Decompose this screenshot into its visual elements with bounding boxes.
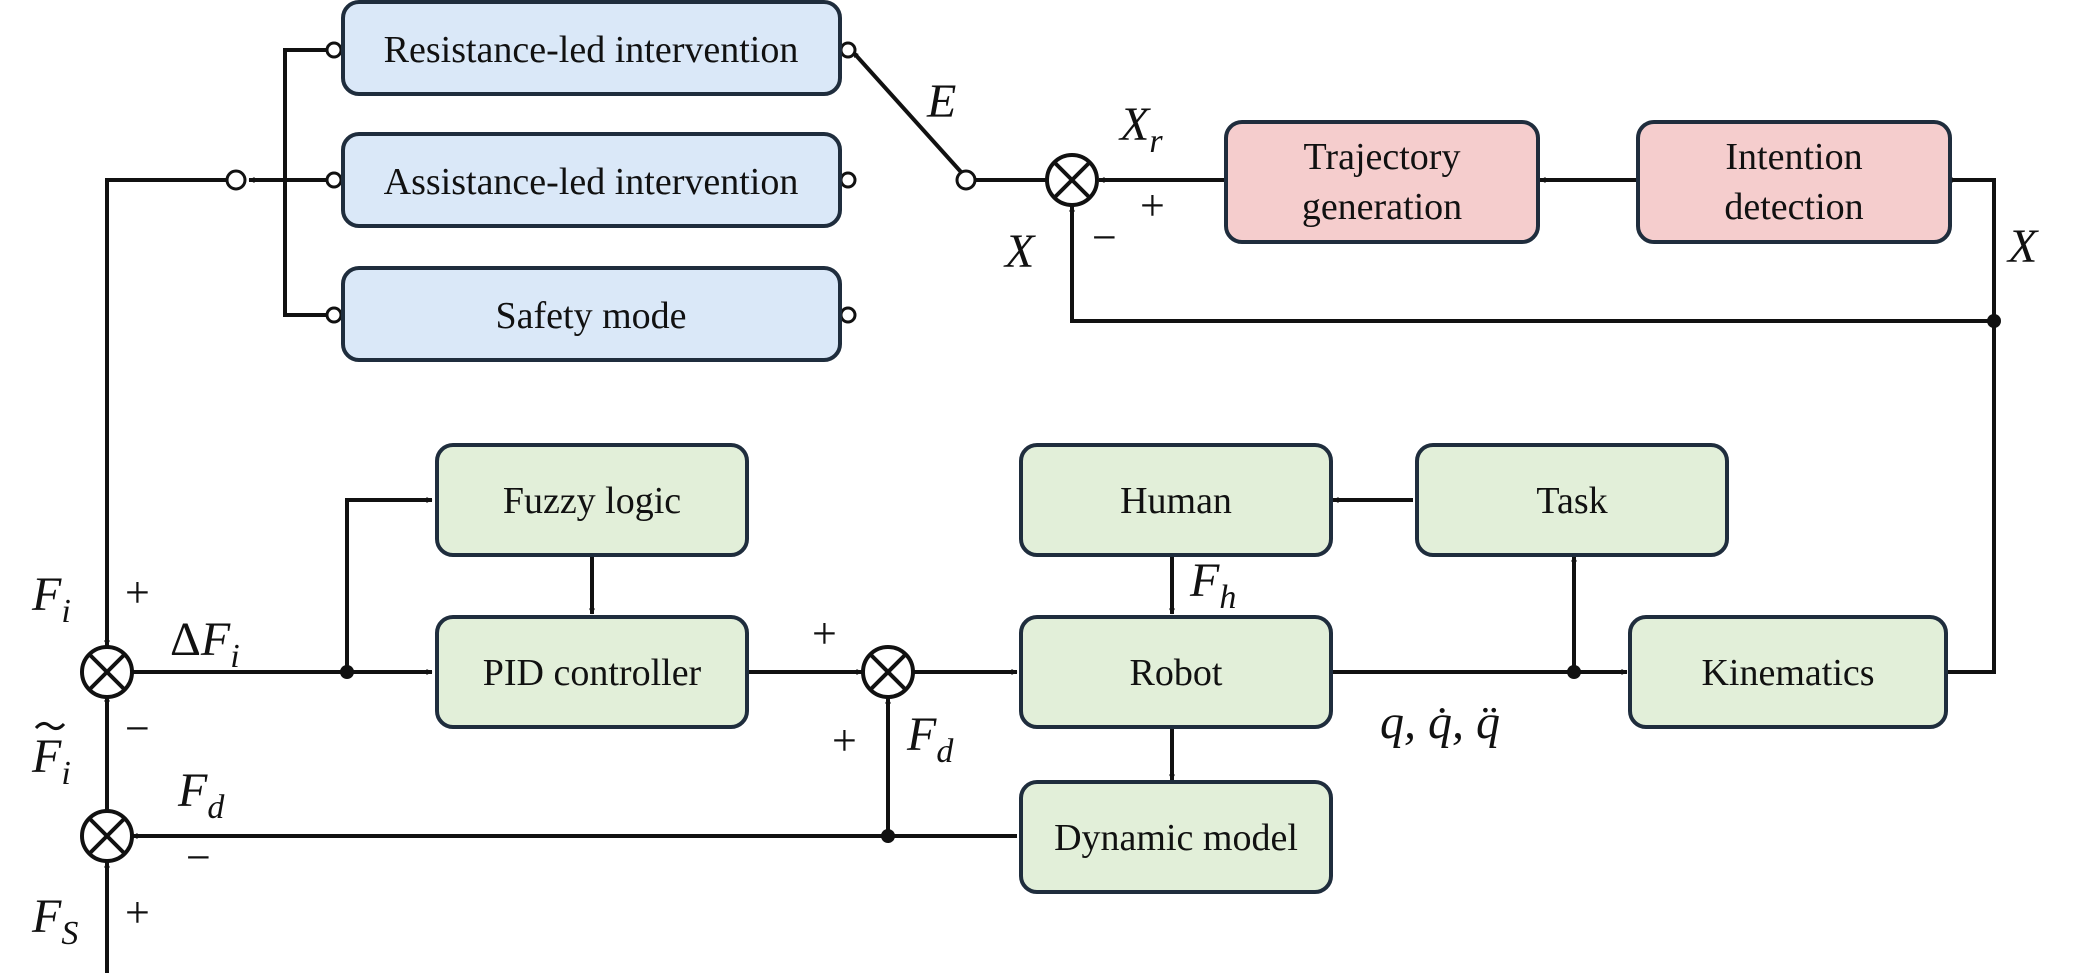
sign-minus: −	[125, 704, 150, 753]
block-box	[341, 132, 842, 228]
block-label: Assistance-led intervention	[384, 161, 799, 203]
block-kinematics: Kinematics	[1628, 615, 1948, 729]
label-fh: Fh	[1189, 554, 1236, 616]
label-fi-tilde: Fi	[31, 730, 71, 792]
block-box	[341, 0, 842, 96]
block-box	[1019, 443, 1333, 557]
block-assistance-led: Assistance-led intervention	[341, 132, 842, 228]
block-label: Fuzzy logic	[503, 480, 681, 522]
switch-terminal	[325, 41, 343, 59]
label-x-feedback: X	[1003, 225, 1036, 278]
junction-dots	[340, 314, 2001, 843]
block-label: Intention	[1725, 136, 1862, 178]
tilde-mark	[34, 721, 66, 731]
block-label: detection	[1724, 186, 1863, 228]
switch-terminal	[839, 41, 857, 59]
block-box	[1019, 780, 1333, 894]
switch-terminal	[839, 306, 857, 324]
block-task: Task	[1415, 443, 1729, 557]
block-label: Safety mode	[495, 295, 686, 337]
block-resistance-led: Resistance-led intervention	[341, 0, 842, 96]
block-robot: Robot	[1019, 615, 1333, 729]
block-dynamic-model: Dynamic model	[1019, 780, 1333, 894]
signal-wires	[104, 48, 1996, 973]
junction-dot	[881, 829, 895, 843]
block-box	[1019, 615, 1333, 729]
block-box	[1415, 443, 1729, 557]
label-fs: FS	[31, 890, 78, 952]
block-trajectory-generation: Trajectory generation	[1224, 120, 1540, 244]
block-label: Kinematics	[1701, 652, 1874, 694]
label-xr: Xr	[1118, 98, 1163, 160]
block-label: PID controller	[483, 652, 702, 694]
label-e: E	[926, 75, 956, 128]
label-fi: Fi	[31, 568, 71, 630]
signal-labels: E Xr X X Fi ΔFi Fi Fd FS Fh Fd q, q̇, q̈	[31, 75, 2039, 952]
block-box	[1224, 120, 1540, 244]
switch-terminal	[955, 169, 977, 191]
block-label: Trajectory	[1304, 136, 1461, 178]
sign-minus: −	[1092, 213, 1117, 262]
block-pid-controller: PID controller	[435, 615, 749, 729]
junction-dot	[340, 665, 354, 679]
sign-plus: +	[832, 716, 857, 765]
block-label: Human	[1120, 480, 1232, 522]
sign-plus: +	[1140, 181, 1165, 230]
junction-signs: + − + − − + + +	[125, 181, 1165, 937]
block-label: Resistance-led intervention	[384, 29, 799, 71]
sign-minus: −	[186, 833, 211, 882]
label-x-output: X	[2006, 220, 2039, 273]
sum-junction-control	[861, 645, 915, 699]
junction-dot	[1567, 665, 1581, 679]
block-label: Task	[1536, 480, 1607, 522]
block-box	[435, 615, 749, 729]
sum-junction-top	[1045, 153, 1099, 207]
label-fd-left: Fd	[177, 764, 225, 826]
block-label: generation	[1302, 186, 1462, 228]
sum-junction-input	[80, 809, 134, 863]
switch-terminal	[839, 171, 857, 189]
label-fd-middle: Fd	[906, 708, 954, 770]
label-delta-fi: ΔFi	[170, 613, 240, 675]
sign-plus: +	[125, 888, 150, 937]
block-human: Human	[1019, 443, 1333, 557]
block-box	[1636, 120, 1952, 244]
label-joint-states: q, q̇, q̈	[1380, 696, 1500, 749]
switch-terminal	[325, 171, 343, 189]
summing-junctions	[80, 153, 1099, 863]
sign-plus: +	[125, 568, 150, 617]
switch-terminal	[225, 169, 247, 191]
block-intention-detection: Intention detection	[1636, 120, 1952, 244]
sum-junction-error	[80, 645, 134, 699]
block-box	[435, 443, 749, 557]
block-label: Robot	[1130, 652, 1223, 694]
block-box	[1628, 615, 1948, 729]
block-safety-mode: Safety mode	[341, 266, 842, 362]
sign-plus: +	[812, 609, 837, 658]
switch-terminal	[325, 306, 343, 324]
junction-dot	[1987, 314, 2001, 328]
block-box	[341, 266, 842, 362]
block-fuzzy-logic: Fuzzy logic	[435, 443, 749, 557]
block-label: Dynamic model	[1054, 817, 1298, 859]
